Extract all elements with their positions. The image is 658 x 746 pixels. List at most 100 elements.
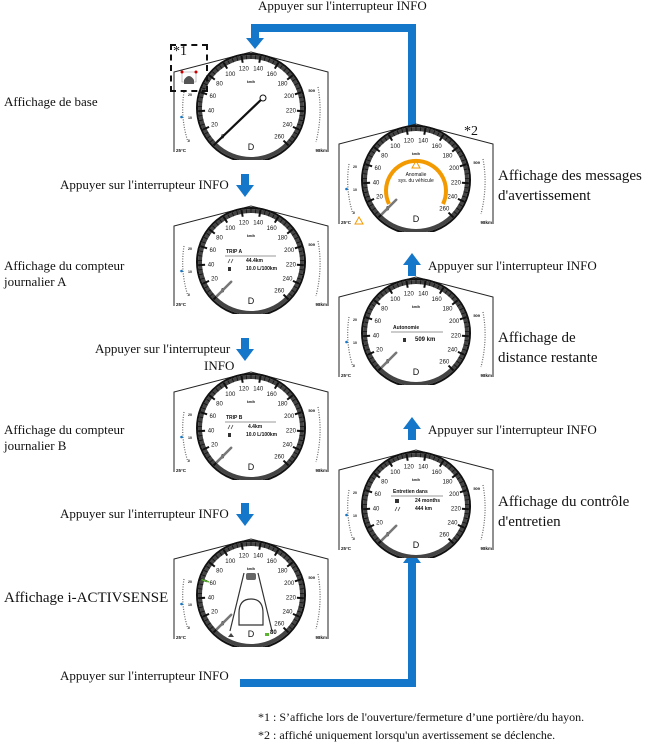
fuel-scale <box>315 573 321 630</box>
speed-tick <box>263 543 266 548</box>
speed-tick <box>282 293 290 301</box>
range-readout: 98km <box>315 635 327 640</box>
speed-tick <box>463 344 468 347</box>
speed-label: 220 <box>451 180 462 186</box>
speed-tick <box>291 232 296 236</box>
speed-label: 180 <box>277 235 288 241</box>
set-speed-marker <box>201 578 210 583</box>
range-readout: 98km <box>315 468 327 473</box>
temperature-scale-label: 10 <box>188 270 192 274</box>
speed-tick <box>215 555 219 559</box>
speed-limit: 80 <box>270 630 277 636</box>
speed-tick <box>428 128 431 133</box>
speed-tick <box>364 168 369 171</box>
speed-label: 80 <box>216 235 223 241</box>
speed-tick <box>363 186 368 189</box>
speed-label: 60 <box>209 581 216 587</box>
temperature-scale <box>347 489 354 541</box>
speed-tick <box>231 58 234 63</box>
title-line: journalier A <box>4 274 67 289</box>
speed-label: 20 <box>211 442 218 448</box>
lead-vehicle-icon <box>246 573 256 580</box>
speed-tick <box>273 549 280 557</box>
speed-tick <box>286 391 290 395</box>
range-scale-label: 509 <box>308 408 315 413</box>
arrowhead-down-1 <box>236 185 254 197</box>
speed-tick <box>298 119 303 122</box>
speed-tick <box>198 434 203 437</box>
speed-label: 80 <box>216 81 223 87</box>
gear-indicator: D <box>248 142 255 152</box>
speed-tick <box>279 552 283 556</box>
speed-tick <box>459 481 464 484</box>
speed-label: 80 <box>381 306 388 312</box>
speed-tick <box>448 293 452 297</box>
speed-tick <box>396 283 399 288</box>
speed-label: 20 <box>376 347 383 353</box>
speed-label: 20 <box>211 122 218 128</box>
temperature-scale-label: 10 <box>353 514 357 518</box>
speed-label: 140 <box>418 139 429 145</box>
speed-label: 200 <box>449 166 460 172</box>
speed-tick <box>456 533 460 537</box>
speed-tick <box>222 549 229 557</box>
speed-tick <box>405 453 409 461</box>
range-readout: 98km <box>315 148 327 153</box>
speed-tick <box>377 296 381 300</box>
speed-label: 40 <box>208 428 215 434</box>
speed-tick <box>200 123 205 126</box>
speed-unit: km/h <box>412 305 420 309</box>
speed-label: 140 <box>418 292 429 298</box>
trip-consumption: 10.0 L/100km <box>246 266 278 272</box>
speed-label: 260 <box>274 454 285 460</box>
speed-tick <box>291 455 295 459</box>
panel-outline <box>173 51 329 152</box>
speed-tick <box>438 134 445 142</box>
speed-tick <box>210 139 214 143</box>
instruction-right-upper: Appuyer sur l'interrupteur INFO <box>428 258 597 273</box>
temperature-scale-label: 20 <box>188 413 192 417</box>
speed-tick <box>236 543 239 548</box>
speed-tick <box>268 58 271 63</box>
speed-label: 100 <box>225 559 236 565</box>
speed-tick <box>459 316 467 321</box>
speed-tick <box>464 339 469 342</box>
speed-tick <box>199 583 204 586</box>
speed-tick <box>423 127 427 135</box>
speed-tick <box>200 277 205 280</box>
speed-label: 260 <box>439 206 450 212</box>
speed-label: 80 <box>381 153 388 159</box>
trip-distance: 44.4km <box>246 258 263 264</box>
range-readout: 98km <box>315 302 327 307</box>
speed-tick <box>296 241 301 244</box>
speed-label: 260 <box>274 621 285 627</box>
speed-tick <box>282 459 290 467</box>
speed-tick <box>444 290 448 294</box>
speed-tick <box>294 570 299 573</box>
speed-label: 80 <box>381 479 388 485</box>
speed-tick <box>299 268 304 271</box>
speed-tick <box>463 168 468 171</box>
speed-tick <box>363 512 368 515</box>
speed-tick <box>463 517 468 520</box>
speed-tick <box>291 398 296 402</box>
speed-label: 40 <box>373 506 380 512</box>
instruction-step2-info: INFO <box>204 358 235 373</box>
speed-label: 120 <box>239 67 250 73</box>
speed-label: 60 <box>374 492 381 498</box>
outside-temperature: 25°C <box>176 635 187 640</box>
door-open-icon <box>184 76 194 84</box>
speed-label: 200 <box>284 414 295 420</box>
speed-tick <box>451 146 459 153</box>
speed-tick <box>204 618 209 622</box>
speed-tick <box>298 583 303 586</box>
arrowhead-down-2 <box>236 349 254 361</box>
speed-tick <box>286 74 294 81</box>
temperature-scale-label: 0 <box>188 626 190 630</box>
speed-tick <box>206 565 211 569</box>
speed-tick <box>459 308 464 311</box>
needle-hub <box>259 94 267 102</box>
speed-tick <box>396 456 399 461</box>
speed-tick <box>377 469 381 473</box>
